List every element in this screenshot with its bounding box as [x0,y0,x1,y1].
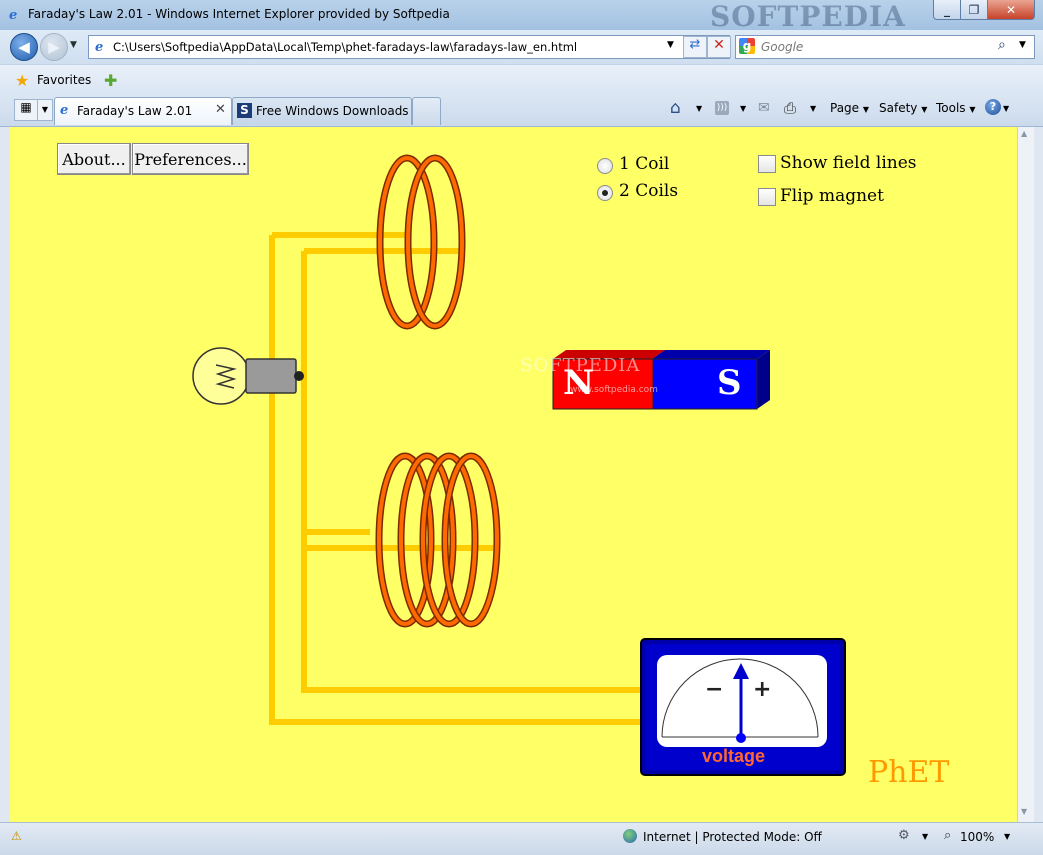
print-dropdown-icon[interactable]: ▼ [810,104,817,113]
internet-zone-icon [623,829,637,843]
upper-coil [376,154,466,330]
tab-close-icon[interactable]: ✕ [215,102,226,117]
svg-text:e: e [95,40,103,53]
add-favorite-icon[interactable]: ✚ [104,71,118,90]
softpedia-watermark: SOFTPEDIA [520,355,641,376]
preferences-button[interactable]: Preferences... [132,143,249,175]
search-icon[interactable]: ⌕ [998,37,1006,53]
softpedia-watermark-url: www.softpedia.com [570,385,658,395]
feeds-icon[interactable]: ))) [715,101,729,115]
vertical-scrollbar[interactable]: ▲ ▼ [1017,127,1034,822]
forward-button[interactable]: ▶ [40,33,68,61]
flip-magnet-label: Flip magnet [780,186,884,206]
protected-dropdown-icon[interactable]: ▼ [922,832,929,841]
tab-faradays-law[interactable]: e Faraday's Law 2.01 ✕ [54,97,232,125]
tab-label: Faraday's Law 2.01 [77,104,193,118]
protected-mode-icon[interactable]: ⚙ [898,828,910,843]
page-menu[interactable]: Page ▼ [830,101,869,115]
scroll-down-icon[interactable]: ▼ [1021,807,1028,816]
tab-label: Free Windows Downloads ... [256,104,424,118]
softpedia-s-icon: S [237,103,252,118]
show-field-lines-checkbox[interactable] [758,155,776,173]
one-coil-label: 1 Coil [619,154,670,174]
search-input[interactable]: Google [761,40,804,54]
flip-magnet-checkbox[interactable] [758,188,776,206]
magnet-north-label: N [563,363,595,403]
tools-menu-label: Tools [936,101,966,115]
favorites-bar: ★ Favorites ✚ [0,64,1043,97]
address-dropdown-icon[interactable]: ▼ [667,40,674,50]
page-menu-label: Page [830,101,860,115]
search-dropdown-icon[interactable]: ▼ [1019,40,1026,50]
svg-text:e: e [9,8,17,21]
minimize-button[interactable]: _ [933,0,961,20]
two-coils-label: 2 Coils [619,181,679,201]
stop-icon[interactable]: ✕ [707,36,731,58]
light-bulb [192,347,304,405]
refresh-icon[interactable]: ⇄ [683,36,707,58]
home-icon[interactable]: ⌂ [670,98,681,118]
show-field-lines-label: Show field lines [780,153,917,173]
back-button[interactable]: ◀ [10,33,38,61]
tools-menu[interactable]: Tools ▼ [936,101,976,115]
meter-plus-label: + [753,677,772,702]
phet-logo[interactable]: PhET [868,755,950,790]
meter-minus-label: − [705,677,724,702]
about-button[interactable]: About... [57,143,131,175]
new-tab-button[interactable] [412,97,441,125]
scroll-up-icon[interactable]: ▲ [1021,129,1028,138]
forward-arrow-icon: ▶ [48,38,60,56]
tab-ie-icon: e [60,103,69,118]
favorites-star-icon: ★ [15,71,30,90]
zoom-level[interactable]: 100% [960,830,995,844]
help-dropdown-icon[interactable]: ▼ [1003,104,1010,113]
favorites-button[interactable]: Favorites [37,73,92,87]
help-icon[interactable]: ? [985,99,1001,115]
voltmeter [640,638,846,776]
search-box[interactable]: g Google ⌕ ▼ [735,35,1035,59]
ie-logo-icon: e [8,7,22,23]
bar-magnet[interactable] [552,350,770,410]
back-arrow-icon: ◀ [18,38,30,56]
simulation-canvas[interactable]: About... Preferences... 1 Coil 2 Coils S… [10,127,1017,822]
close-button[interactable]: ✕ [987,0,1035,20]
chevron-down-icon: ▼ [862,105,870,114]
safety-menu-label: Safety [879,101,918,115]
softpedia-watermark: SOFTPEDIA [710,0,906,33]
mail-icon[interactable]: ✉ [758,100,770,116]
content-border [0,127,10,822]
home-dropdown-icon[interactable]: ▼ [696,104,703,113]
security-zone-label[interactable]: Internet | Protected Mode: Off [643,830,822,844]
address-bar[interactable]: e C:\Users\Softpedia\AppData\Local\Temp\… [88,35,730,59]
print-icon[interactable]: ⎙ [784,99,797,117]
one-coil-radio[interactable] [597,158,613,174]
zoom-icon[interactable]: ⌕ [944,828,952,843]
tab-free-windows-downloads[interactable]: S Free Windows Downloads ... [232,97,424,125]
chevron-down-icon: ▼ [921,105,928,114]
voltage-label: voltage [702,746,766,766]
history-dropdown-icon[interactable]: ▼ [70,40,77,50]
status-bar: ⚠ Internet | Protected Mode: Off ⚙ ▼ ⌕ 1… [0,822,1043,855]
tab-list-dropdown-icon[interactable]: ▼ [37,99,53,121]
chevron-down-icon: ▼ [969,105,976,114]
maximize-button[interactable]: ❐ [960,0,988,20]
page-icon: e [94,39,108,55]
zoom-dropdown-icon[interactable]: ▼ [1004,832,1011,841]
lower-coil [375,452,501,628]
title-bar: e Faraday's Law 2.01 - Windows Internet … [0,0,1043,33]
feeds-dropdown-icon[interactable]: ▼ [740,104,747,113]
two-coils-radio[interactable] [597,185,613,201]
safety-menu[interactable]: Safety ▼ [879,101,927,115]
quick-tabs-icon[interactable]: ▦ [14,99,38,121]
warning-icon[interactable]: ⚠ [11,829,22,843]
window-title: Faraday's Law 2.01 - Windows Internet Ex… [28,7,450,21]
magnet-south-label: S [717,363,742,403]
address-url: C:\Users\Softpedia\AppData\Local\Temp\ph… [113,40,578,54]
google-icon: g [739,38,755,54]
